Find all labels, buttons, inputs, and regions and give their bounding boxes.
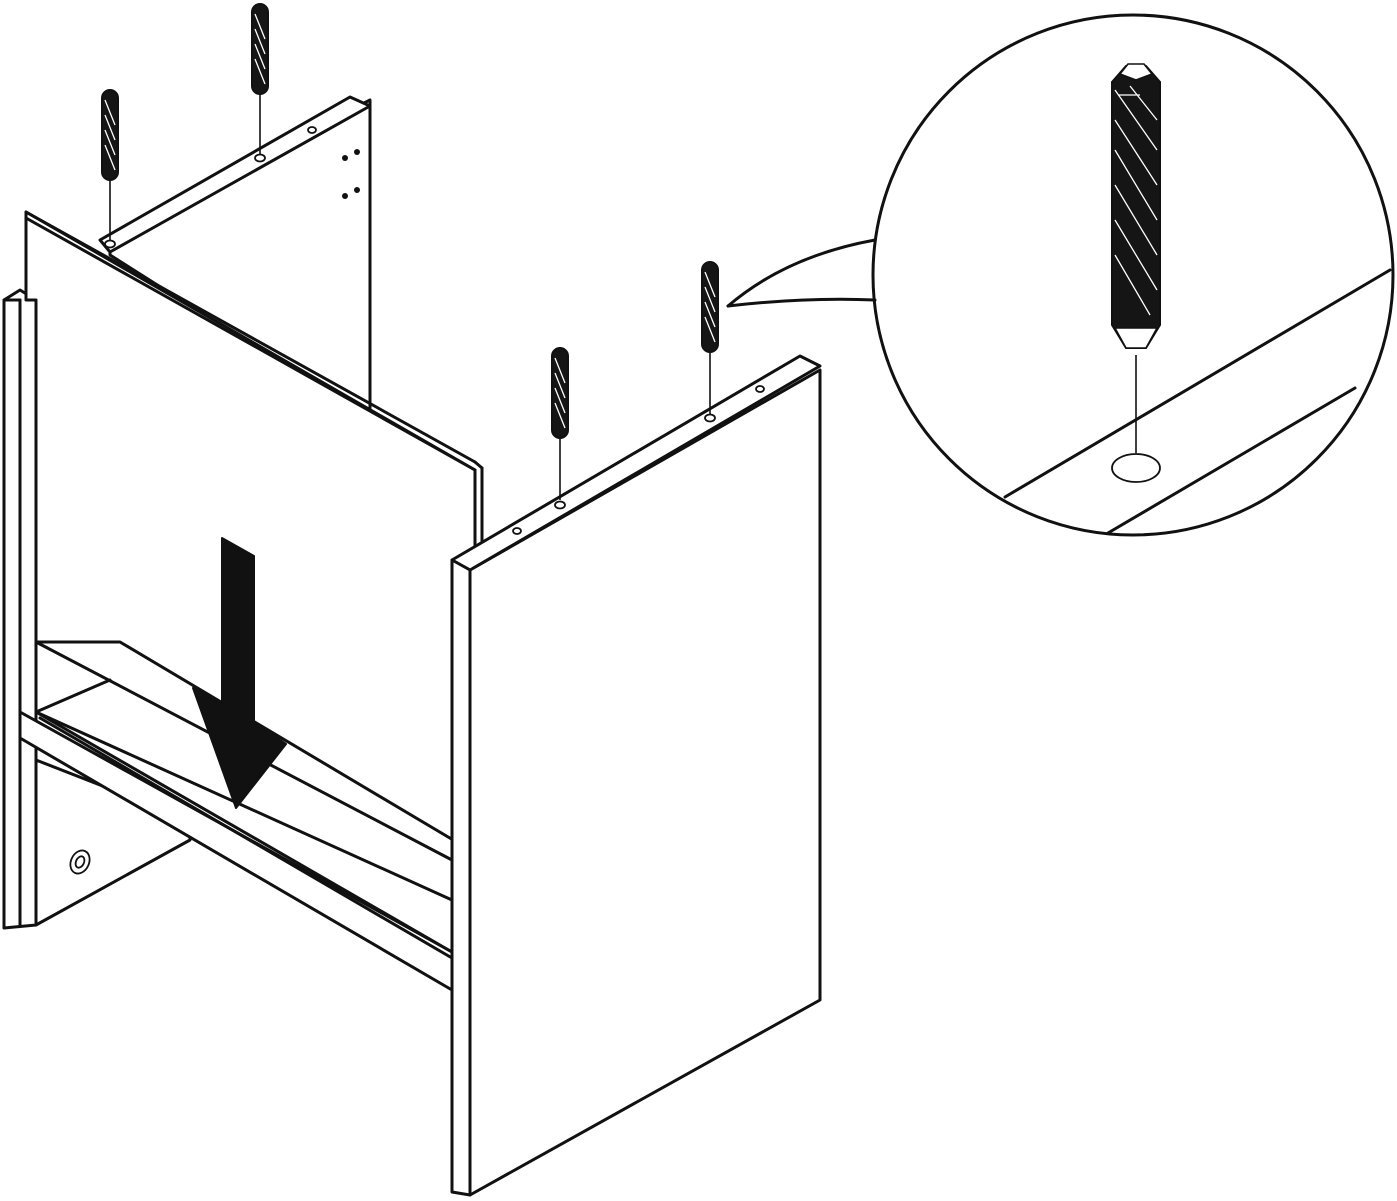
dowel-1-grooves bbox=[104, 99, 116, 171]
dowel-4-grooves bbox=[704, 271, 716, 343]
right-panel-hole-2 bbox=[554, 500, 566, 510]
dowel-2 bbox=[251, 3, 269, 154]
dowel-1-body bbox=[101, 89, 119, 181]
right-panel-front-edge bbox=[450, 558, 472, 1197]
callout-circle bbox=[871, 13, 1395, 537]
front-panel bbox=[24, 210, 484, 852]
detail-dowel-icon bbox=[1111, 63, 1161, 349]
arrow-down-icon bbox=[192, 537, 287, 809]
dowel-2-body bbox=[251, 3, 269, 95]
front-panel-corner bbox=[473, 460, 484, 470]
back-panel-hole-2 bbox=[254, 153, 266, 163]
detail-dowel-top-cap bbox=[1118, 63, 1154, 81]
pin-hole-3 bbox=[342, 193, 348, 199]
dowel-1 bbox=[101, 89, 119, 240]
detail-dowel-grooves bbox=[1114, 85, 1158, 316]
shelf-side-line bbox=[34, 678, 112, 714]
back-panel bbox=[98, 95, 372, 422]
detail-dowel-body bbox=[1111, 65, 1161, 349]
detail-dowel-hole bbox=[1111, 453, 1161, 483]
callout-tail-top bbox=[726, 238, 877, 308]
left-side-panel bbox=[2, 288, 192, 930]
right-panel-hole-3 bbox=[704, 413, 716, 423]
cam-lock-hole-inner bbox=[74, 855, 86, 869]
front-panel-top-edge bbox=[24, 210, 477, 464]
shelf-lip-line bbox=[38, 716, 454, 960]
dowel-3-grooves bbox=[554, 357, 566, 429]
back-panel-hole-3 bbox=[307, 126, 317, 134]
shelf-edge-line bbox=[34, 710, 454, 954]
right-panel-hole-4 bbox=[755, 385, 765, 393]
arrow-shape bbox=[192, 537, 287, 809]
right-panel-face bbox=[468, 368, 822, 1197]
front-panel-top-edge-inner bbox=[24, 216, 477, 472]
detail-panel-edge-2 bbox=[1106, 386, 1357, 535]
right-side-panel bbox=[450, 354, 822, 1197]
detail-dowel-bottom-cap bbox=[1113, 327, 1159, 349]
pin-hole-2 bbox=[354, 149, 360, 155]
detail-panel-edge-1 bbox=[1003, 268, 1392, 499]
pin-hole-4 bbox=[354, 187, 360, 193]
dowel-2-grooves bbox=[254, 13, 266, 85]
pin-hole-1 bbox=[342, 155, 348, 161]
dowel-4-body bbox=[701, 261, 719, 353]
dowel-4 bbox=[701, 261, 719, 414]
callout-tail-bottom bbox=[726, 297, 877, 308]
right-panel-hole-1 bbox=[512, 527, 522, 535]
dowel-group bbox=[101, 3, 719, 500]
dowel-3-body bbox=[551, 347, 569, 439]
dowel-3 bbox=[551, 347, 569, 500]
dowel-detail-callout bbox=[726, 13, 1395, 537]
back-panel-hole-1 bbox=[104, 239, 116, 249]
